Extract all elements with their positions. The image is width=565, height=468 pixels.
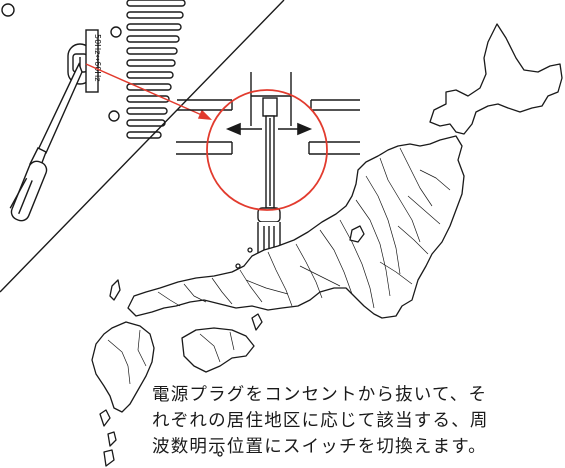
- magnified-switch-detail: [176, 72, 360, 273]
- hokkaido-shape: [429, 23, 563, 135]
- frequency-slide-switch: [67, 29, 99, 93]
- awaji-island: [251, 313, 263, 331]
- instruction-line: 波数明示位置にスイッチを切換えます。: [152, 437, 487, 457]
- panel-screw-hole: [1, 3, 15, 17]
- magnify-circle: [206, 89, 328, 211]
- prefecture-borders: [157, 147, 451, 309]
- slide-direction-arrows: [225, 122, 313, 136]
- instruction-line: 電源プラグをコンセントから抜いて、そ: [152, 385, 488, 405]
- southern-islands: [99, 409, 117, 467]
- instruction-line: れぞれの居住地区に応じて該当する、周: [152, 411, 489, 431]
- tsushima-island: [109, 279, 121, 301]
- sado-island: [349, 225, 365, 243]
- switch-frequency-label: 50Hz↔60Hz: [93, 34, 102, 82]
- ventilation-slots: [126, 0, 186, 139]
- appliance-panel: [0, 0, 285, 293]
- panel-screw-hole: [108, 110, 120, 122]
- honshu-shape: [127, 135, 465, 319]
- panel-screw-hole: [110, 26, 122, 38]
- panel-edge-line: [0, 0, 285, 293]
- japan-map: [91, 23, 563, 467]
- screwdriver-icon: [9, 62, 83, 222]
- instruction-text: 電源プラグをコンセントから抜いて、そ れぞれの居住地区に応じて該当する、周 波数…: [152, 382, 565, 460]
- shikoku-shape: [181, 327, 255, 373]
- kyushu-shape: [91, 321, 155, 413]
- callout-leader: [85, 63, 212, 120]
